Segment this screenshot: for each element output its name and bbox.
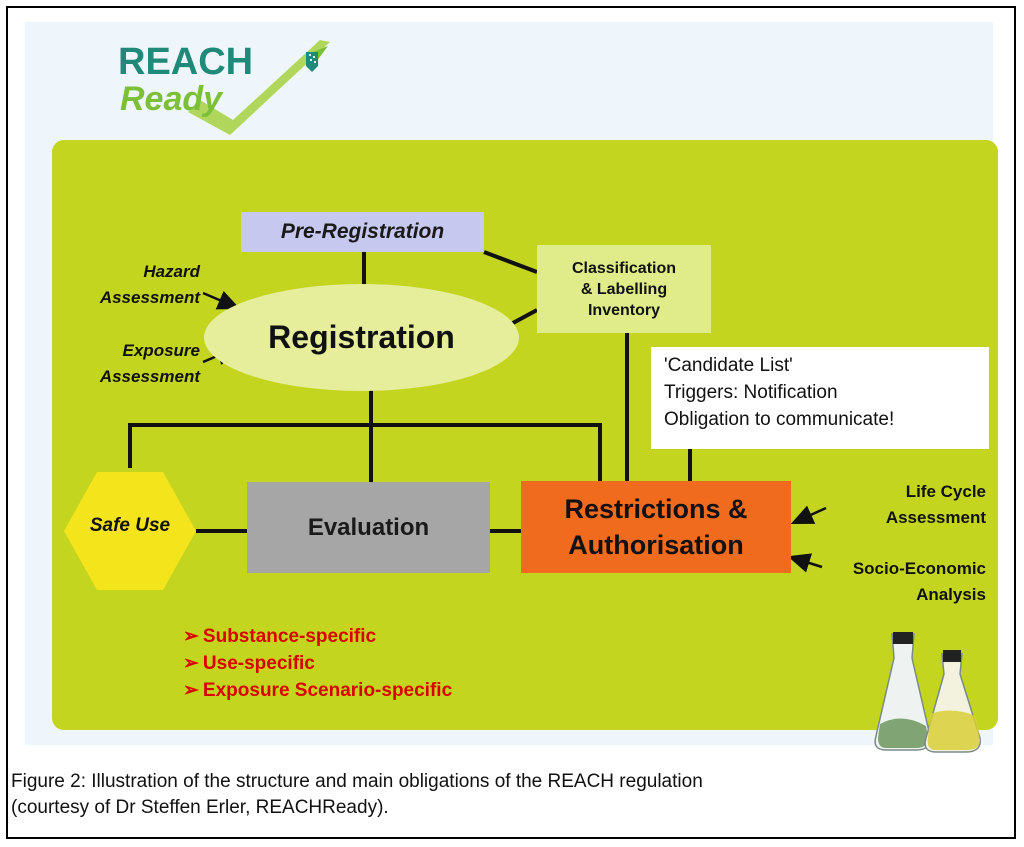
logo-graphic: REACH Ready (118, 40, 330, 135)
caption-line-1: Figure 2: Illustration of the structure … (11, 771, 703, 792)
caption-line-2: (courtesy of Dr Steffen Erler, REACHRead… (11, 797, 389, 818)
bullet-item: Substance-specific (183, 623, 452, 650)
connector-top-bus (128, 423, 602, 481)
life-cycle-assessment-label: Life Cycle Assessment (800, 479, 986, 531)
bullet-item: Use-specific (183, 650, 452, 677)
arrow-life-cycle (790, 505, 827, 525)
pre-registration-box: Pre-Registration (241, 212, 484, 252)
classification-line-2: & Labelling (580, 280, 668, 298)
socio-economic-analysis-label: Socio-Economic Analysis (800, 556, 986, 608)
registration-label: Registration (268, 319, 455, 355)
safe-use-label: Safe Use (89, 515, 171, 536)
evaluation-box: Evaluation (247, 482, 490, 573)
exposure-line-2: Assessment (99, 367, 200, 386)
socio-line-2: Analysis (916, 585, 986, 604)
socio-line-1: Socio-Economic (852, 559, 986, 578)
candidate-line-2: Triggers: Notification (664, 382, 838, 403)
exposure-assessment-label: Exposure Assessment (70, 338, 200, 390)
evaluation-label: Evaluation (307, 513, 430, 541)
candidate-line-1: 'Candidate List' (664, 355, 793, 376)
candidate-list-box: 'Candidate List' Triggers: Notification … (651, 347, 989, 449)
shield-icon (306, 52, 318, 72)
classification-labelling-box: Classification & Labelling Inventory (537, 245, 711, 333)
figure-caption: Figure 2: Illustration of the structure … (11, 769, 1011, 821)
logo-reach-text: REACH (118, 41, 253, 83)
hazard-line-2: Assessment (99, 288, 200, 307)
life-cycle-line-1: Life Cycle (905, 482, 986, 501)
classification-line-1: Classification (571, 259, 677, 277)
life-cycle-line-2: Assessment (885, 508, 986, 527)
reach-ready-logo: REACH Ready (118, 40, 343, 145)
bullet-item: Exposure Scenario-specific (183, 677, 452, 704)
registration-ellipse: Registration (204, 284, 519, 391)
candidate-line-3: Obligation to communicate! (664, 409, 895, 430)
restrictions-line-2: Authorisation (568, 530, 744, 560)
restrictions-authorisation-box: Restrictions & Authorisation (521, 481, 791, 573)
specificity-bullet-list: Substance-specific Use-specific Exposure… (183, 623, 452, 704)
restrictions-line-1: Restrictions & (564, 494, 748, 524)
hazard-line-1: Hazard (143, 262, 200, 281)
safe-use-hexagon (64, 472, 196, 590)
classification-line-3: Inventory (587, 301, 660, 319)
exposure-line-1: Exposure (122, 341, 200, 360)
pre-registration-label: Pre-Registration (280, 220, 445, 243)
connector-prereg-classification (483, 250, 538, 274)
hazard-assessment-label: Hazard Assessment (70, 259, 200, 311)
arrow-socio (787, 553, 823, 573)
bottles-illustration (874, 632, 981, 753)
logo-ready-text: Ready (120, 80, 224, 118)
